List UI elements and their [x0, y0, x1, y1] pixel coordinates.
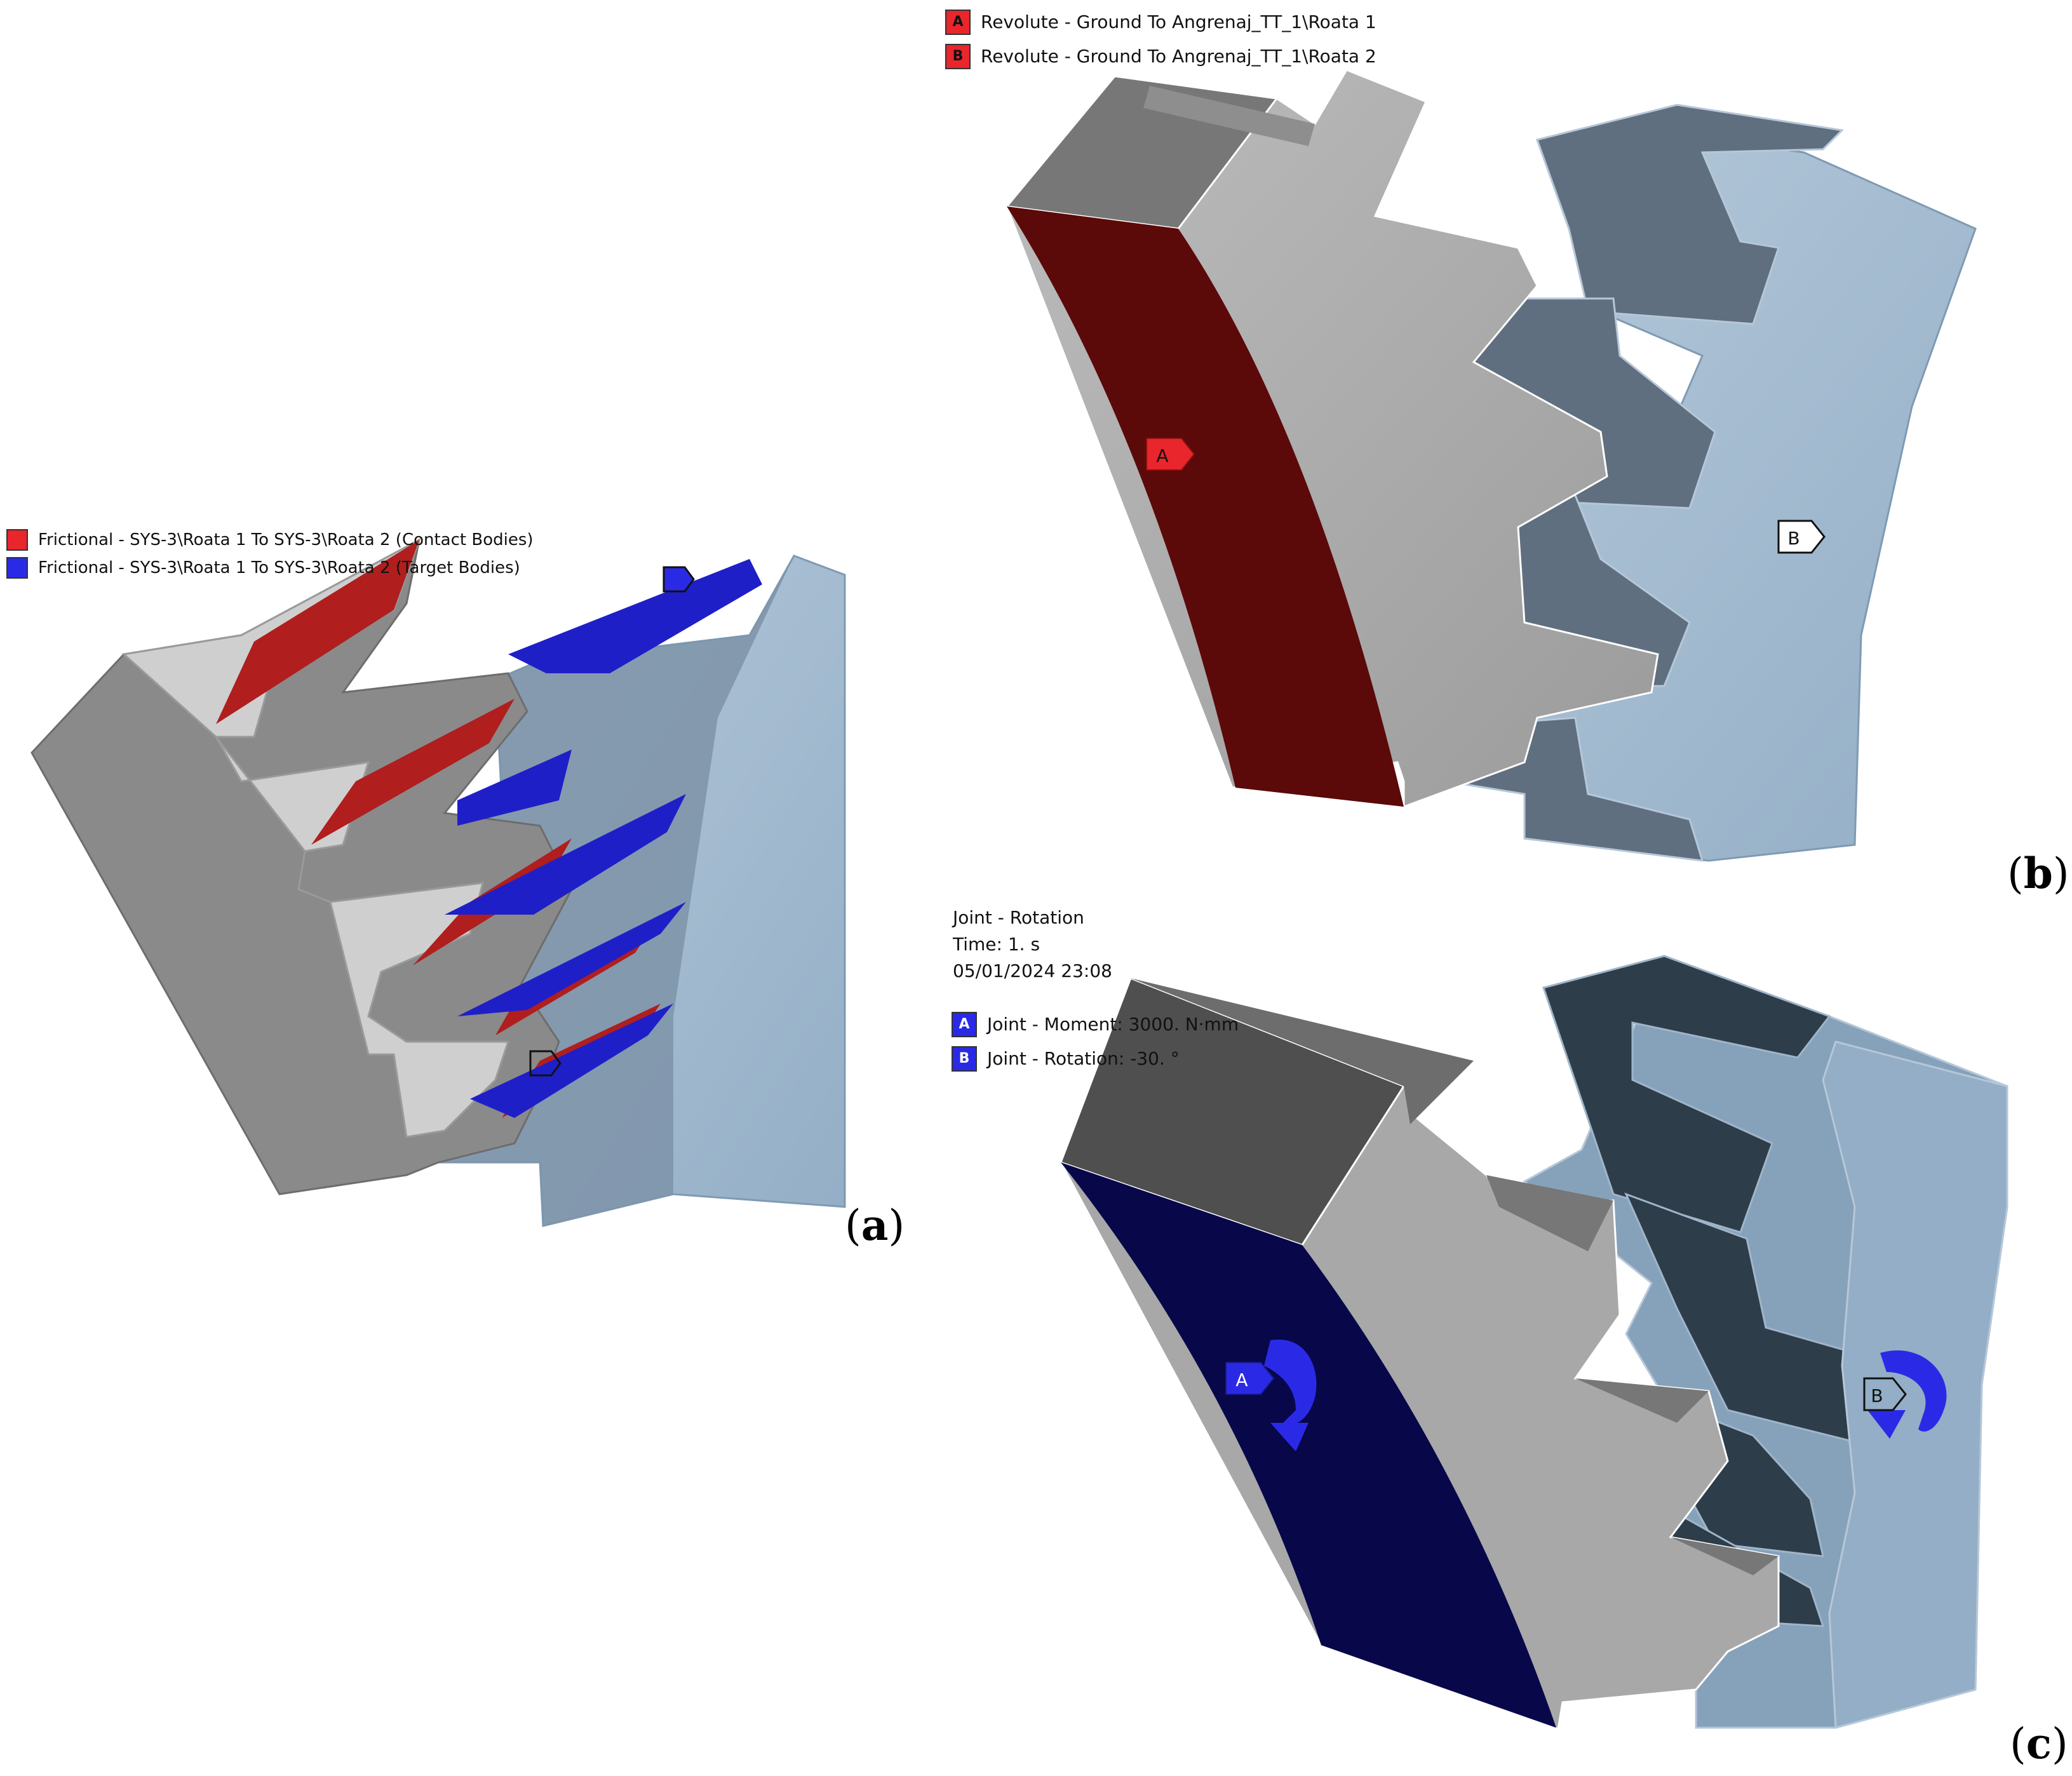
- panel-a-target-tag-icon: [663, 566, 695, 593]
- legend-marker-b: B: [945, 44, 971, 69]
- legend-swatch-contact: [6, 529, 28, 551]
- panel-c-label: (c): [2010, 1719, 2068, 1768]
- legend-marker-a: A: [945, 10, 971, 35]
- panel-c-face-a: [1061, 1162, 1556, 1728]
- panel-c-rotation-arrow-b-icon: [1867, 1350, 1947, 1439]
- panel-a-model: [30, 537, 846, 1227]
- legend-swatch-target: [6, 557, 28, 579]
- panel-c-info: Joint - Rotation Time: 1. s 05/01/2024 2…: [953, 905, 1112, 985]
- panel-b-legend: A Revolute - Ground To Angrenaj_TT_1\Roa…: [945, 5, 1376, 74]
- panel-c-grey-top-strip: [1131, 978, 1474, 1124]
- panel-c-legend-a-text: Joint - Moment: 3000. N·mm: [987, 1014, 1239, 1035]
- panel-c-model: A B: [1060, 955, 2008, 1741]
- panel-c-blue-rim: [1822, 1040, 2008, 1729]
- panel-b-tag-a-label: A: [1156, 445, 1168, 466]
- panel-a-target-faces: [445, 559, 762, 1118]
- panel-b-legend-a-text: Revolute - Ground To Angrenaj_TT_1\Roata…: [981, 11, 1376, 32]
- legend-marker-b: B: [952, 1046, 977, 1072]
- panel-b-tag-b-icon: B: [1777, 520, 1826, 554]
- panel-c-grey-tooth-shade: [1486, 1175, 1779, 1575]
- panel-a-contact-tag-icon: [529, 1050, 562, 1077]
- legend-marker-a: A: [952, 1012, 977, 1037]
- panel-b-legend-a: A Revolute - Ground To Angrenaj_TT_1\Roa…: [945, 5, 1376, 39]
- panel-c-legend-a: A Joint - Moment: 3000. N·mm: [952, 1007, 1239, 1042]
- panel-c-date: 05/01/2024 23:08: [953, 960, 1112, 981]
- panel-b-legend-b-text: Revolute - Ground To Angrenaj_TT_1\Roata…: [981, 46, 1376, 67]
- panel-a-legend: Frictional - SYS-3\Roata 1 To SYS-3\Roat…: [6, 526, 534, 582]
- panel-c-rotation-arrow-a-icon: [1264, 1339, 1317, 1451]
- panel-a-legend-target-text: Frictional - SYS-3\Roata 1 To SYS-3\Roat…: [38, 558, 520, 577]
- panel-c-tag-b-label: B: [1871, 1385, 1883, 1406]
- panel-a-legend-contact: Frictional - SYS-3\Roata 1 To SYS-3\Roat…: [6, 526, 534, 554]
- panel-a-label: (a): [845, 1201, 905, 1250]
- panel-b-tag-b-label: B: [1787, 528, 1800, 549]
- panel-b-tag-a-icon: A: [1146, 438, 1195, 471]
- panel-c-legend-b: B Joint - Rotation: -30. °: [952, 1042, 1239, 1076]
- panel-b-model: A B: [1005, 69, 1977, 862]
- panel-b-label: (b): [2007, 849, 2069, 898]
- panel-c-legend-b-text: Joint - Rotation: -30. °: [987, 1048, 1180, 1069]
- panel-b-grey-top-strip: [1143, 86, 1315, 146]
- panel-c-legend: A Joint - Moment: 3000. N·mm B Joint - R…: [952, 1007, 1239, 1076]
- panel-a-legend-target: Frictional - SYS-3\Roata 1 To SYS-3\Roat…: [6, 554, 534, 582]
- panel-c-title: Joint - Rotation: [953, 907, 1084, 928]
- panel-b-face-a: [1007, 206, 1404, 807]
- panel-c-tag-b-icon: B: [1863, 1377, 1907, 1411]
- panel-a-legend-contact-text: Frictional - SYS-3\Roata 1 To SYS-3\Roat…: [38, 530, 534, 549]
- panel-c-tag-a-label: A: [1235, 1369, 1248, 1390]
- panel-c-time: Time: 1. s: [953, 934, 1040, 955]
- panel-b-legend-b: B Revolute - Ground To Angrenaj_TT_1\Roa…: [945, 39, 1376, 74]
- panel-c-tag-a-icon: A: [1225, 1362, 1275, 1395]
